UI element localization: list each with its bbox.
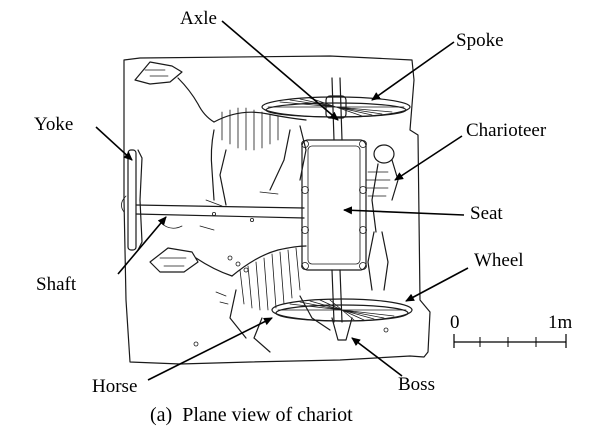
seat-arrow (343, 206, 465, 216)
yoke (121, 149, 143, 251)
yoke-arrow (95, 126, 133, 161)
label-shaft: Shaft (36, 274, 77, 295)
scale-start-label: 0 (450, 312, 460, 333)
horse-arrow (147, 317, 273, 381)
pit-outline (123, 55, 431, 365)
label-wheel: Wheel (474, 250, 524, 271)
lower-horse-skeleton (149, 245, 331, 353)
axle (331, 77, 343, 323)
axle-arrow (221, 20, 339, 121)
label-boss: Boss (398, 374, 435, 395)
boss-arrow (351, 337, 403, 377)
chariot-seat (301, 139, 367, 271)
charioteer-arrow (394, 135, 463, 181)
label-yoke: Yoke (34, 114, 73, 135)
charioteer-skeleton (365, 144, 399, 291)
label-charioteer: Charioteer (466, 120, 547, 141)
scale-bar: 0 1m (450, 312, 573, 348)
figure-caption: (a) Plane view of chariot (150, 404, 353, 426)
wheel-arrow (405, 267, 469, 302)
lower-wheel (271, 298, 413, 341)
spoke-arrow (371, 41, 455, 101)
label-spoke: Spoke (456, 30, 504, 51)
upper-wheel (261, 95, 411, 119)
scale-end-label: 1m (548, 312, 573, 333)
shaft-arrow (117, 216, 167, 275)
label-horse: Horse (92, 376, 137, 397)
shaft (135, 204, 305, 231)
label-seat: Seat (470, 203, 503, 224)
upper-horse-skeleton (134, 61, 307, 207)
label-axle: Axle (180, 8, 217, 29)
scattered-fragments (193, 211, 389, 347)
